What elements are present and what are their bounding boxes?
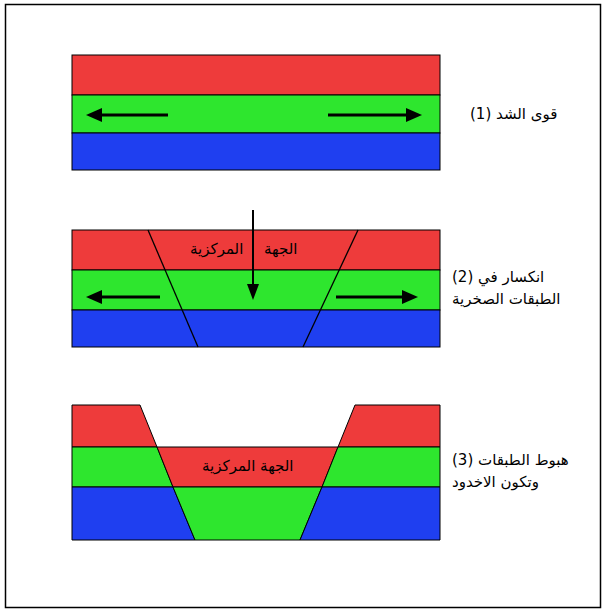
region-label: الجهة المركزية [202,456,293,478]
tension-arrows-2 [86,210,418,304]
layers-stage-1 [72,55,440,170]
layers-stage-2 [72,230,440,347]
step-label: (2) انكسار في الطبقات الصخرية [452,267,592,311]
region-label: المركزية [190,239,243,261]
region-label: الجهة [264,239,297,261]
step-label: (1) قوى الشد [470,104,595,126]
step-label: (3) هبوط الطبقات وتكون الاخدود [452,450,592,494]
tension-arrows-1 [86,108,422,122]
outer-frame [6,5,601,608]
layers-stage-3 [72,405,440,540]
